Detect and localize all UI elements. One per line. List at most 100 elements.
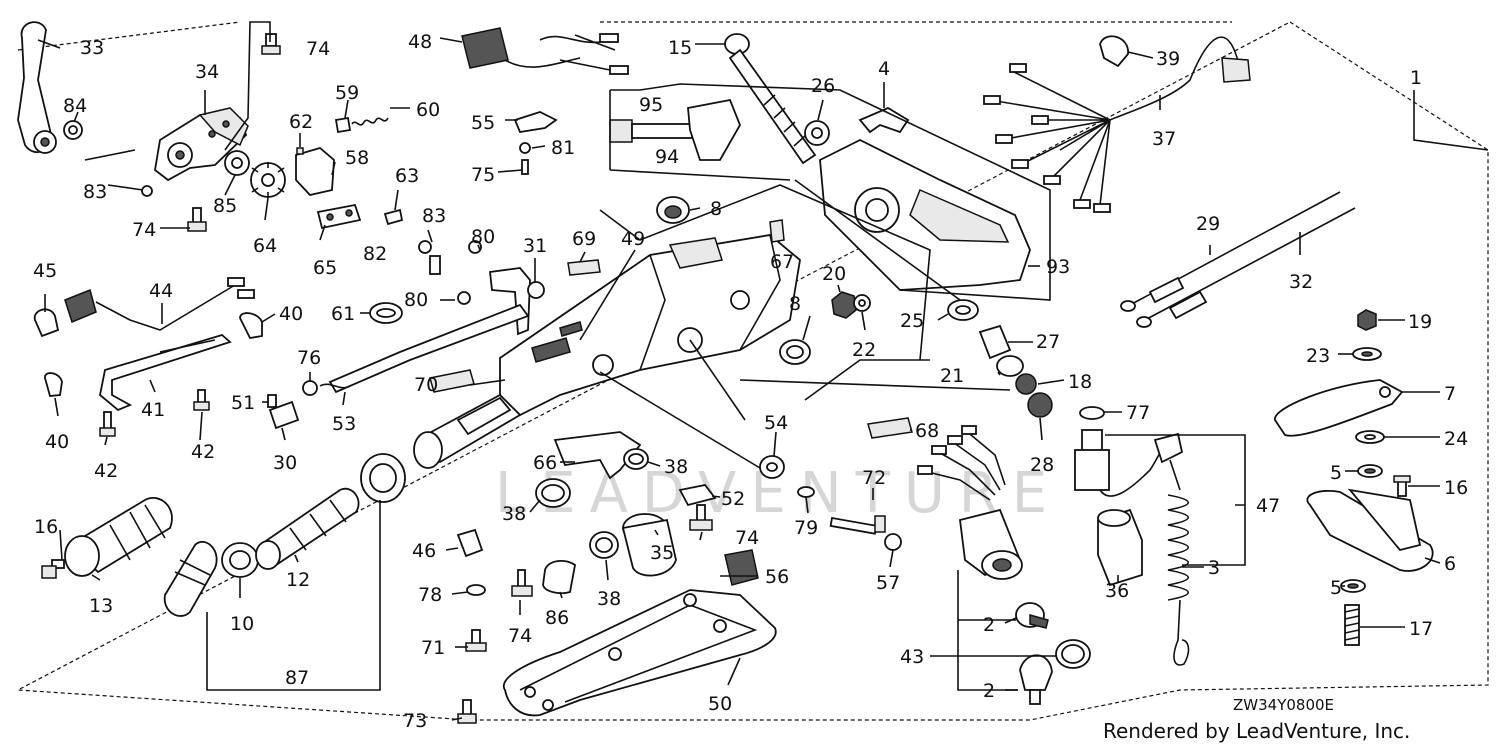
cable-29 <box>1120 191 1341 312</box>
nut-20 <box>831 291 857 319</box>
callout-74-left: 74 <box>132 219 156 241</box>
callout-28: 28 <box>1030 454 1054 476</box>
callout-71: 71 <box>421 637 445 659</box>
callout-42-right: 42 <box>191 441 215 463</box>
callout-64: 64 <box>253 235 277 257</box>
callout-25: 25 <box>900 310 924 332</box>
callout-19: 19 <box>1408 311 1432 333</box>
callout-41: 41 <box>141 399 165 421</box>
callout-78: 78 <box>418 584 442 606</box>
callout-45: 45 <box>33 260 57 282</box>
bracket-6 <box>1306 488 1434 572</box>
callout-16-left: 16 <box>34 516 58 538</box>
callout-76: 76 <box>297 347 321 369</box>
callout-33: 33 <box>80 37 104 59</box>
callout-30: 30 <box>273 452 297 474</box>
friction-87 <box>360 453 406 503</box>
grip-87 <box>163 540 218 617</box>
callout-38-left: 38 <box>502 503 526 525</box>
callout-60: 60 <box>416 99 440 121</box>
bracket-66 <box>553 431 642 480</box>
callout-54: 54 <box>764 412 788 434</box>
callout-62: 62 <box>289 111 313 133</box>
callout-77: 77 <box>1126 402 1150 424</box>
callout-13: 13 <box>89 595 113 617</box>
callout-69: 69 <box>572 228 596 250</box>
lever-7 <box>1274 379 1404 437</box>
stud-17 <box>1344 604 1360 646</box>
bolt-16-left <box>41 559 65 579</box>
callout-59: 59 <box>335 82 359 104</box>
callout-73: 73 <box>403 710 427 732</box>
callout-37: 37 <box>1152 128 1176 150</box>
callout-40-left: 40 <box>45 431 69 453</box>
harness-37 <box>983 36 1251 213</box>
sleeve-12 <box>255 487 360 570</box>
callout-5-top: 5 <box>1330 462 1342 484</box>
credit-line: Rendered by LeadVenture, Inc. <box>1103 719 1410 743</box>
callout-47: 47 <box>1256 495 1280 517</box>
callout-67: 67 <box>770 251 794 273</box>
callout-38-mid: 38 <box>664 456 688 478</box>
mount-93 <box>819 138 1031 291</box>
callout-16-right: 16 <box>1444 477 1468 499</box>
stop-switch-47 <box>1074 429 1184 497</box>
bolt-74-left <box>187 207 207 232</box>
callout-83-mid: 83 <box>422 205 446 227</box>
callout-2-top: 2 <box>983 614 995 636</box>
parts-art <box>17 21 1489 724</box>
callout-46: 46 <box>412 540 436 562</box>
callout-21: 21 <box>940 365 964 387</box>
callout-57: 57 <box>876 572 900 594</box>
callout-5-bottom: 5 <box>1330 577 1342 599</box>
bolt-95 <box>609 119 693 143</box>
callout-39: 39 <box>1156 48 1180 70</box>
ignition-switch <box>959 508 1023 580</box>
key-2-upper <box>1015 602 1049 629</box>
callout-85: 85 <box>213 195 237 217</box>
clamp-38-mid <box>623 448 649 470</box>
callout-2-bottom: 2 <box>983 680 995 702</box>
bolt-74-top <box>261 33 281 55</box>
callout-12: 12 <box>286 569 310 591</box>
ring-10 <box>221 542 259 578</box>
callout-93: 93 <box>1046 256 1070 278</box>
plug-45 <box>33 308 60 338</box>
callout-86: 86 <box>545 607 569 629</box>
callout-7: 7 <box>1444 383 1456 405</box>
callout-34: 34 <box>195 61 219 83</box>
callout-74-mid: 74 <box>735 527 759 549</box>
callout-27: 27 <box>1036 331 1060 353</box>
callout-4: 4 <box>878 58 890 80</box>
callout-68: 68 <box>915 420 939 442</box>
callout-42-left: 42 <box>94 460 118 482</box>
callout-18: 18 <box>1068 371 1092 393</box>
clamp-38-left <box>535 478 571 508</box>
bolt-15 <box>724 33 817 165</box>
callout-32: 32 <box>1289 271 1313 293</box>
gear-64 <box>250 162 286 198</box>
callout-8-top: 8 <box>710 198 722 220</box>
callout-10: 10 <box>230 613 254 635</box>
callout-15: 15 <box>668 37 692 59</box>
callout-74-top: 74 <box>306 38 330 60</box>
clamp-40-left <box>44 372 63 397</box>
callout-81: 81 <box>551 137 575 159</box>
clamp-38-bottom <box>589 531 619 559</box>
connector-48 <box>461 27 629 75</box>
callout-53: 53 <box>332 413 356 435</box>
lanyard-3 <box>1167 459 1190 666</box>
callout-24: 24 <box>1444 428 1468 450</box>
clamp-40-right <box>239 312 263 339</box>
callout-63: 63 <box>395 165 419 187</box>
callout-40-right: 40 <box>279 303 303 325</box>
callout-55: 55 <box>471 112 495 134</box>
drawing-code: ZW34Y0800E <box>1233 696 1334 714</box>
callout-70: 70 <box>414 374 438 396</box>
grommet-54 <box>759 455 785 479</box>
callout-35: 35 <box>650 542 674 564</box>
key-2-lower <box>1019 654 1053 705</box>
callout-3: 3 <box>1208 557 1220 579</box>
callout-22: 22 <box>852 339 876 361</box>
callout-50: 50 <box>708 693 732 715</box>
